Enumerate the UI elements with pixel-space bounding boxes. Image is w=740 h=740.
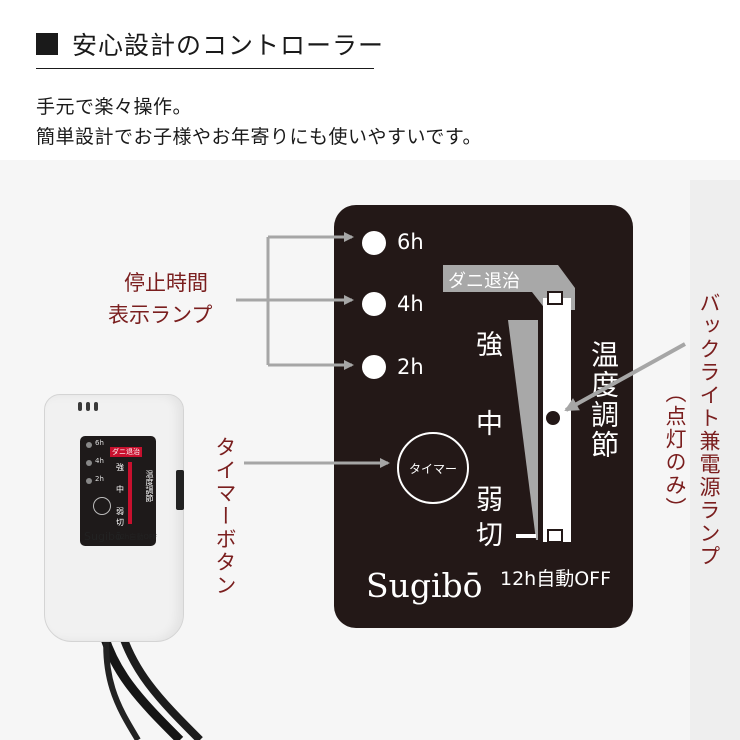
device-lamp-4h-label: 4h: [95, 457, 104, 465]
page-title: 安心設計のコントローラー: [72, 31, 385, 60]
device-lamp-6h-icon: [86, 442, 92, 448]
temperature-slider-graphic: [443, 265, 575, 543]
device-level-medium: 中: [116, 485, 124, 494]
device-brand: Sugibō: [84, 530, 122, 543]
level-strong-label: 強: [476, 330, 503, 361]
photo-background-right: [690, 180, 740, 740]
lamp-2h: [362, 355, 386, 379]
device-level-off: 切: [116, 518, 124, 527]
title-underline: [36, 68, 374, 69]
temperature-adjust-label: 温度調節: [587, 340, 620, 460]
lamp-2h-label: 2h: [397, 355, 424, 379]
device-lamp-2h-label: 2h: [95, 475, 104, 483]
device-level-weak: 弱: [116, 507, 124, 516]
title-bullet-icon: [36, 33, 58, 55]
device-temp-label: 温度調節: [145, 470, 154, 502]
device-timer-button: [93, 497, 111, 515]
device-side-switch: [176, 470, 184, 510]
intro-line-1: 手元で楽々操作。: [36, 96, 193, 118]
backlight-annotation: バックライト兼電源ランプ: [697, 292, 721, 568]
title-row: 安心設計のコントローラー: [36, 26, 384, 62]
brand-logo: Sugibō: [366, 566, 483, 605]
stop-time-label-line1: 停止時間: [124, 271, 208, 295]
device-level-strong: 強: [116, 463, 124, 472]
timer-button-annotation: タイマーボタン: [213, 436, 237, 597]
lamp-6h: [362, 231, 386, 255]
level-weak-label: 弱: [476, 485, 503, 516]
lamp-4h-label: 4h: [397, 292, 424, 316]
stop-time-label-line2: 表示ランプ: [108, 303, 213, 327]
lamp-4h: [362, 292, 386, 316]
level-medium-label: 中: [476, 409, 503, 440]
device-lamp-6h-label: 6h: [95, 439, 104, 447]
level-off-label: 切: [476, 520, 503, 551]
backlight-note: （点灯のみ）: [663, 382, 687, 520]
intro-line-2: 簡単設計でお子様やお年寄りにも使いやすいです。: [36, 126, 483, 148]
device-lamp-2h-icon: [86, 478, 92, 484]
lamp-6h-label: 6h: [397, 230, 424, 254]
device-slider-track: [128, 462, 132, 524]
timer-button[interactable]: タイマー: [397, 432, 469, 504]
device-lamp-4h-icon: [86, 460, 92, 466]
device-vents: [78, 402, 98, 411]
device-dani-label: ダニ退治: [110, 447, 142, 457]
dani-taiji-label: ダニ退治: [448, 271, 520, 292]
auto-off-label: 12h自動OFF: [500, 568, 612, 590]
device-auto-off: 12h自動OFF: [116, 533, 157, 541]
timer-button-label: タイマー: [408, 461, 457, 476]
